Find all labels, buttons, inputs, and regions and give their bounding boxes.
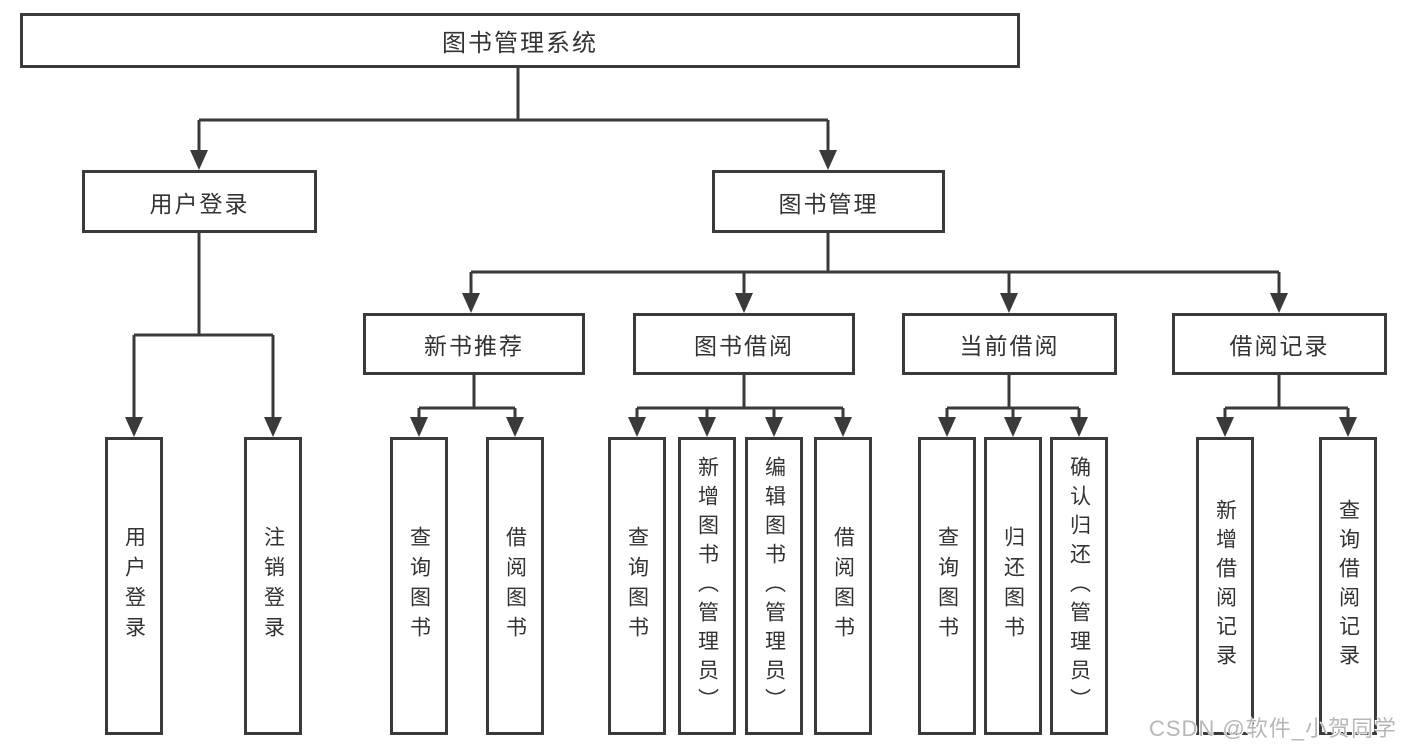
leaf-query-books-recommend: 查询图书 xyxy=(390,437,448,735)
leaf-confirm-return-admin: 确认归还（管理员） xyxy=(1050,437,1108,735)
arrowheads xyxy=(125,150,1357,437)
leaf-return-books: 归还图书 xyxy=(984,437,1042,735)
leaf-query-books-current: 查询图书 xyxy=(918,437,976,735)
leaf-borrow-books-recommend: 借阅图书 xyxy=(486,437,544,735)
leaf-logout: 注销登录 xyxy=(244,437,302,735)
node-new-book-recommend: 新书推荐 xyxy=(363,313,585,375)
node-book-borrow: 图书借阅 xyxy=(633,313,855,375)
csdn-watermark: CSDN @软件_小贺同学 xyxy=(1148,716,1397,741)
node-borrow-records: 借阅记录 xyxy=(1172,313,1387,375)
node-current-borrow: 当前借阅 xyxy=(902,313,1117,375)
node-library-system: 图书管理系统 xyxy=(20,13,1020,68)
connector-newrec-to-leaves xyxy=(417,375,517,425)
leaf-add-books-admin: 新增图书（管理员） xyxy=(678,437,736,735)
node-user-login: 用户登录 xyxy=(82,170,317,233)
leaf-add-borrow-record: 新增借阅记录 xyxy=(1196,437,1254,735)
connector-root-to-level2 xyxy=(197,68,830,158)
leaf-user-login: 用户登录 xyxy=(105,437,163,735)
leaf-query-borrow-record: 查询借阅记录 xyxy=(1319,437,1377,735)
connector-current-to-leaves xyxy=(945,375,1081,425)
leaf-borrow-books: 借阅图书 xyxy=(814,437,872,735)
node-book-management: 图书管理 xyxy=(712,170,945,233)
connector-login-to-leaves xyxy=(132,233,275,425)
connector-borrow-to-leaves xyxy=(635,375,845,425)
connector-records-to-leaves xyxy=(1223,375,1350,425)
leaf-query-books-borrow: 查询图书 xyxy=(608,437,666,735)
leaf-edit-books-admin: 编辑图书（管理员） xyxy=(745,437,803,735)
connector-mgmt-to-level3 xyxy=(469,233,1281,301)
